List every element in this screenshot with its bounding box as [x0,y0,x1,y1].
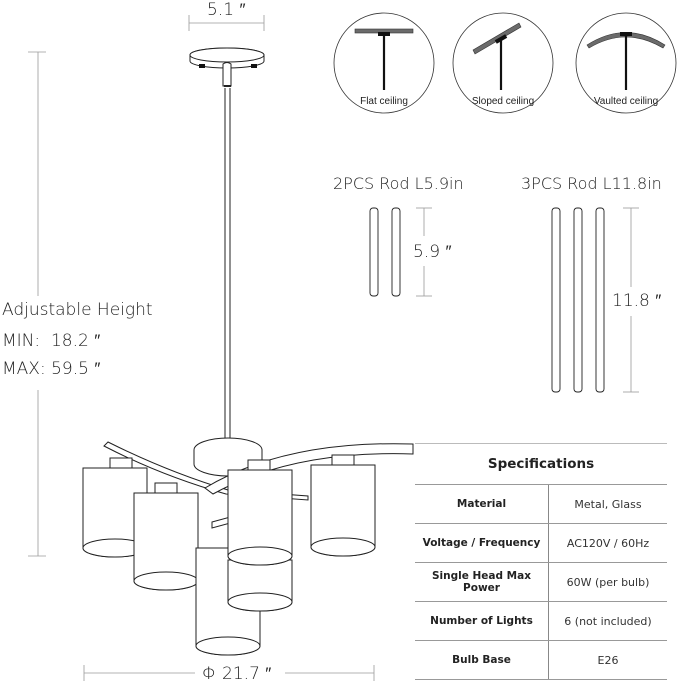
height-min-label: MIN: [2,331,41,351]
height-max-label: MAX: [2,359,46,379]
spec-value: 60W (per bulb) [548,562,667,602]
spec-value: 6 (not included) [548,601,667,641]
spec-value: AC120V / 60Hz [548,523,667,563]
spec-value: E26 [548,640,667,680]
spec-key: Material [415,484,549,524]
rod-short-title: 2PCS Rod L5.9in [333,174,464,193]
specifications-table: Specifications Material Metal, Glass Vol… [415,443,667,680]
rod-long-title: 3PCS Rod L11.8in [521,174,662,193]
ceiling-type-flat: Flat ceiling [360,96,408,107]
spec-key: Bulb Base [415,640,549,680]
spec-key: Number of Lights [415,601,549,641]
table-row: Number of Lights 6 (not included) [415,601,667,641]
height-min: MIN: 18.2 ″ [2,331,100,351]
adjustable-height-title: Adjustable Height [2,300,153,320]
table-row: Single Head Max Power 60W (per bulb) [415,562,667,602]
sloped-ceiling-icon [472,22,522,55]
table-row: Voltage / Frequency AC120V / 60Hz [415,523,667,563]
rod-long-length: 11.8 ″ [612,291,662,311]
specifications-title: Specifications [415,443,667,485]
canopy-width-label: 5.1 ″ [207,0,246,20]
diameter-label: Φ 21.7 ″ [198,664,276,684]
table-row: Bulb Base E26 [415,640,667,680]
height-max: MAX: 59.5 ″ [2,359,100,379]
table-row: Material Metal, Glass [415,484,667,524]
height-min-value: 18.2 ″ [50,331,101,351]
ceiling-type-vaulted: Vaulted ceiling [593,96,659,107]
spec-key: Single Head Max Power [415,562,549,602]
vaulted-ceiling-icon [586,32,666,49]
spec-value: Metal, Glass [548,484,667,524]
ceiling-type-sloped: Sloped ceiling [471,96,535,107]
rod-short-length: 5.9 ″ [413,242,452,262]
spec-key: Voltage / Frequency [415,523,549,563]
height-max-value: 59.5 ″ [51,359,101,379]
